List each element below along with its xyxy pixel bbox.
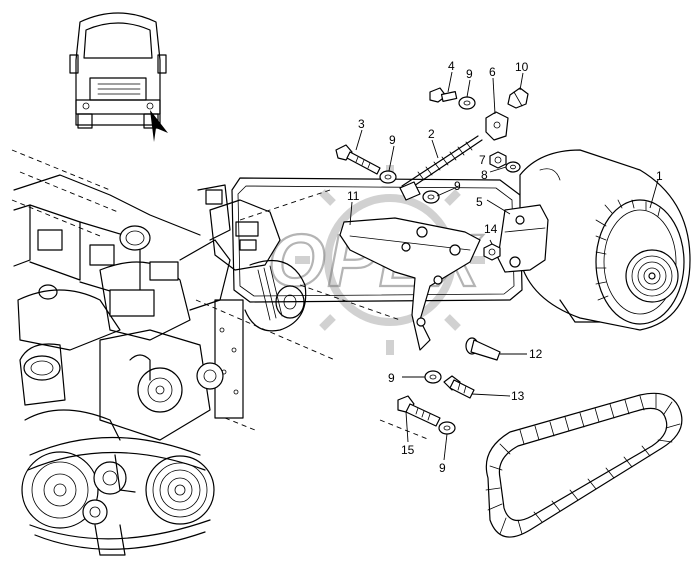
callout-9-top: 9 (466, 67, 473, 81)
callout-4: 4 (448, 59, 455, 73)
callout-15: 15 (401, 443, 415, 457)
callout-11: 11 (347, 189, 360, 203)
belt-ribs (485, 393, 681, 535)
washer-9-middle (422, 190, 440, 204)
bracket-frame-outline (231, 177, 523, 303)
engine-block (11, 149, 307, 556)
nut-14 (483, 243, 501, 261)
washer-9-lower (424, 370, 442, 384)
drive-belt (485, 392, 683, 538)
washer-9-bottom (438, 421, 456, 435)
spacer-sleeve (399, 181, 421, 201)
bolt-13 (443, 375, 475, 399)
callout-9-lower: 9 (388, 371, 395, 385)
alternator-cooling-fins (595, 199, 661, 301)
callout-3: 3 (358, 117, 365, 131)
callout-1: 1 (656, 169, 663, 183)
assembly-guide-lines (195, 189, 431, 441)
callout-13: 13 (511, 389, 525, 403)
bolt-12 (465, 337, 501, 361)
bracket-6 (485, 111, 509, 141)
locator-arrow-icon (150, 110, 168, 142)
bolt-15 (397, 395, 441, 427)
tension-bracket (339, 217, 481, 351)
callout-7: 7 (479, 153, 486, 167)
nut-7 (489, 151, 507, 169)
callout-12: 12 (529, 347, 543, 361)
hardware-parts (335, 87, 529, 435)
bolt-3 (335, 144, 381, 175)
callout-leader-lines (349, 71, 659, 461)
alternator (497, 149, 691, 331)
adjusting-rod (401, 135, 483, 191)
callout-labels: 1 2 3 4 5 6 7 8 9 9 9 9 9 10 11 12 13 14… (347, 59, 663, 475)
callout-5: 5 (476, 195, 483, 209)
bolt-4 (429, 87, 458, 103)
vehicle-locator-thumbnail (69, 12, 168, 142)
callout-14: 14 (484, 222, 498, 236)
callout-10: 10 (515, 60, 529, 74)
callout-6: 6 (489, 65, 496, 79)
callout-9-bottom: 9 (439, 461, 446, 475)
washer-9-upper-left (379, 170, 397, 184)
callout-2: 2 (428, 127, 435, 141)
washer-9-top (458, 96, 476, 110)
callout-9-upper-left: 9 (389, 133, 396, 147)
fitting-10 (507, 87, 529, 109)
callout-8: 8 (481, 168, 488, 182)
callout-9-middle: 9 (454, 179, 461, 193)
washer-8 (505, 161, 521, 173)
